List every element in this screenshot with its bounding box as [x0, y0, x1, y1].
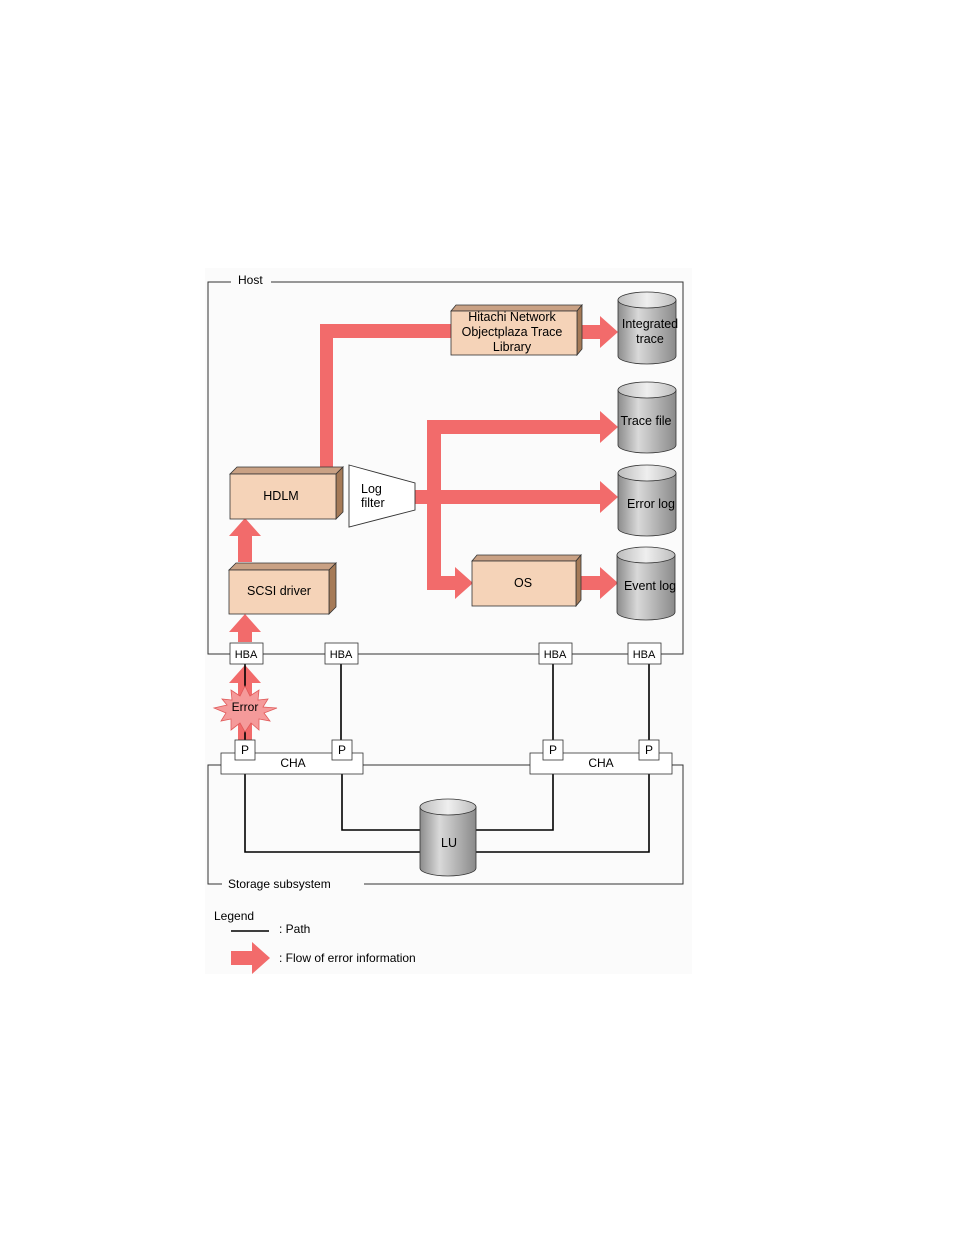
hdlm-box: HDLM: [230, 467, 343, 519]
lu-store: LU: [420, 799, 476, 876]
hdlm-label: HDLM: [263, 489, 298, 503]
scsi-driver-box: SCSI driver: [229, 563, 336, 614]
port-2: P: [332, 740, 352, 760]
log-filter-label-line2: filter: [361, 496, 385, 510]
hba-3-label: HBA: [544, 649, 567, 661]
legend-path-label: : Path: [279, 922, 310, 936]
hba-2: HBA: [325, 643, 358, 664]
legend-title: Legend: [214, 909, 254, 923]
flow-trunk: [427, 420, 441, 590]
os-box: OS: [472, 555, 581, 606]
port-3: P: [543, 740, 563, 760]
integrated-trace-label-line2: trace: [636, 332, 664, 346]
port-1-label: P: [241, 743, 249, 757]
hnto-label-line2: Objectplaza Trace: [462, 325, 563, 339]
port-4-label: P: [645, 743, 653, 757]
legend-flow-label: : Flow of error information: [279, 951, 416, 965]
event-log-label: Event log: [624, 579, 676, 593]
port-1: P: [235, 740, 255, 760]
cha-right-label: CHA: [588, 756, 613, 770]
error-label: Error: [232, 700, 259, 714]
cha-left-label: CHA: [280, 756, 305, 770]
trace-file-store: Trace file: [618, 382, 676, 453]
error-log-label: Error log: [627, 497, 675, 511]
hnto-trace-library-box: Hitachi Network Objectplaza Trace Librar…: [451, 305, 582, 355]
os-label: OS: [514, 576, 532, 590]
integrated-trace-store: Integrated trace: [618, 292, 678, 364]
event-log-store: Event log: [617, 547, 676, 620]
scsi-driver-label: SCSI driver: [247, 584, 311, 598]
hba-1-label: HBA: [235, 649, 258, 661]
hba-4-label: HBA: [633, 649, 656, 661]
flow-hdlm-up: [320, 324, 333, 468]
error-log-store: Error log: [618, 465, 676, 536]
lu-label: LU: [441, 836, 457, 850]
log-filter-label-line1: Log: [361, 482, 382, 496]
flow-to-hnto: [320, 324, 451, 338]
storage-subsystem-label: Storage subsystem: [228, 877, 331, 891]
port-2-label: P: [338, 743, 346, 757]
hba-4: HBA: [628, 643, 661, 664]
port-3-label: P: [549, 743, 557, 757]
hba-1: HBA: [230, 643, 263, 664]
hba-2-label: HBA: [330, 649, 353, 661]
hnto-label-line3: Library: [493, 340, 532, 354]
host-label: Host: [238, 273, 263, 287]
hnto-label-line1: Hitachi Network: [468, 310, 556, 324]
hba-3: HBA: [539, 643, 572, 664]
integrated-trace-label-line1: Integrated: [622, 317, 678, 331]
trace-file-label: Trace file: [621, 414, 672, 428]
port-4: P: [639, 740, 659, 760]
